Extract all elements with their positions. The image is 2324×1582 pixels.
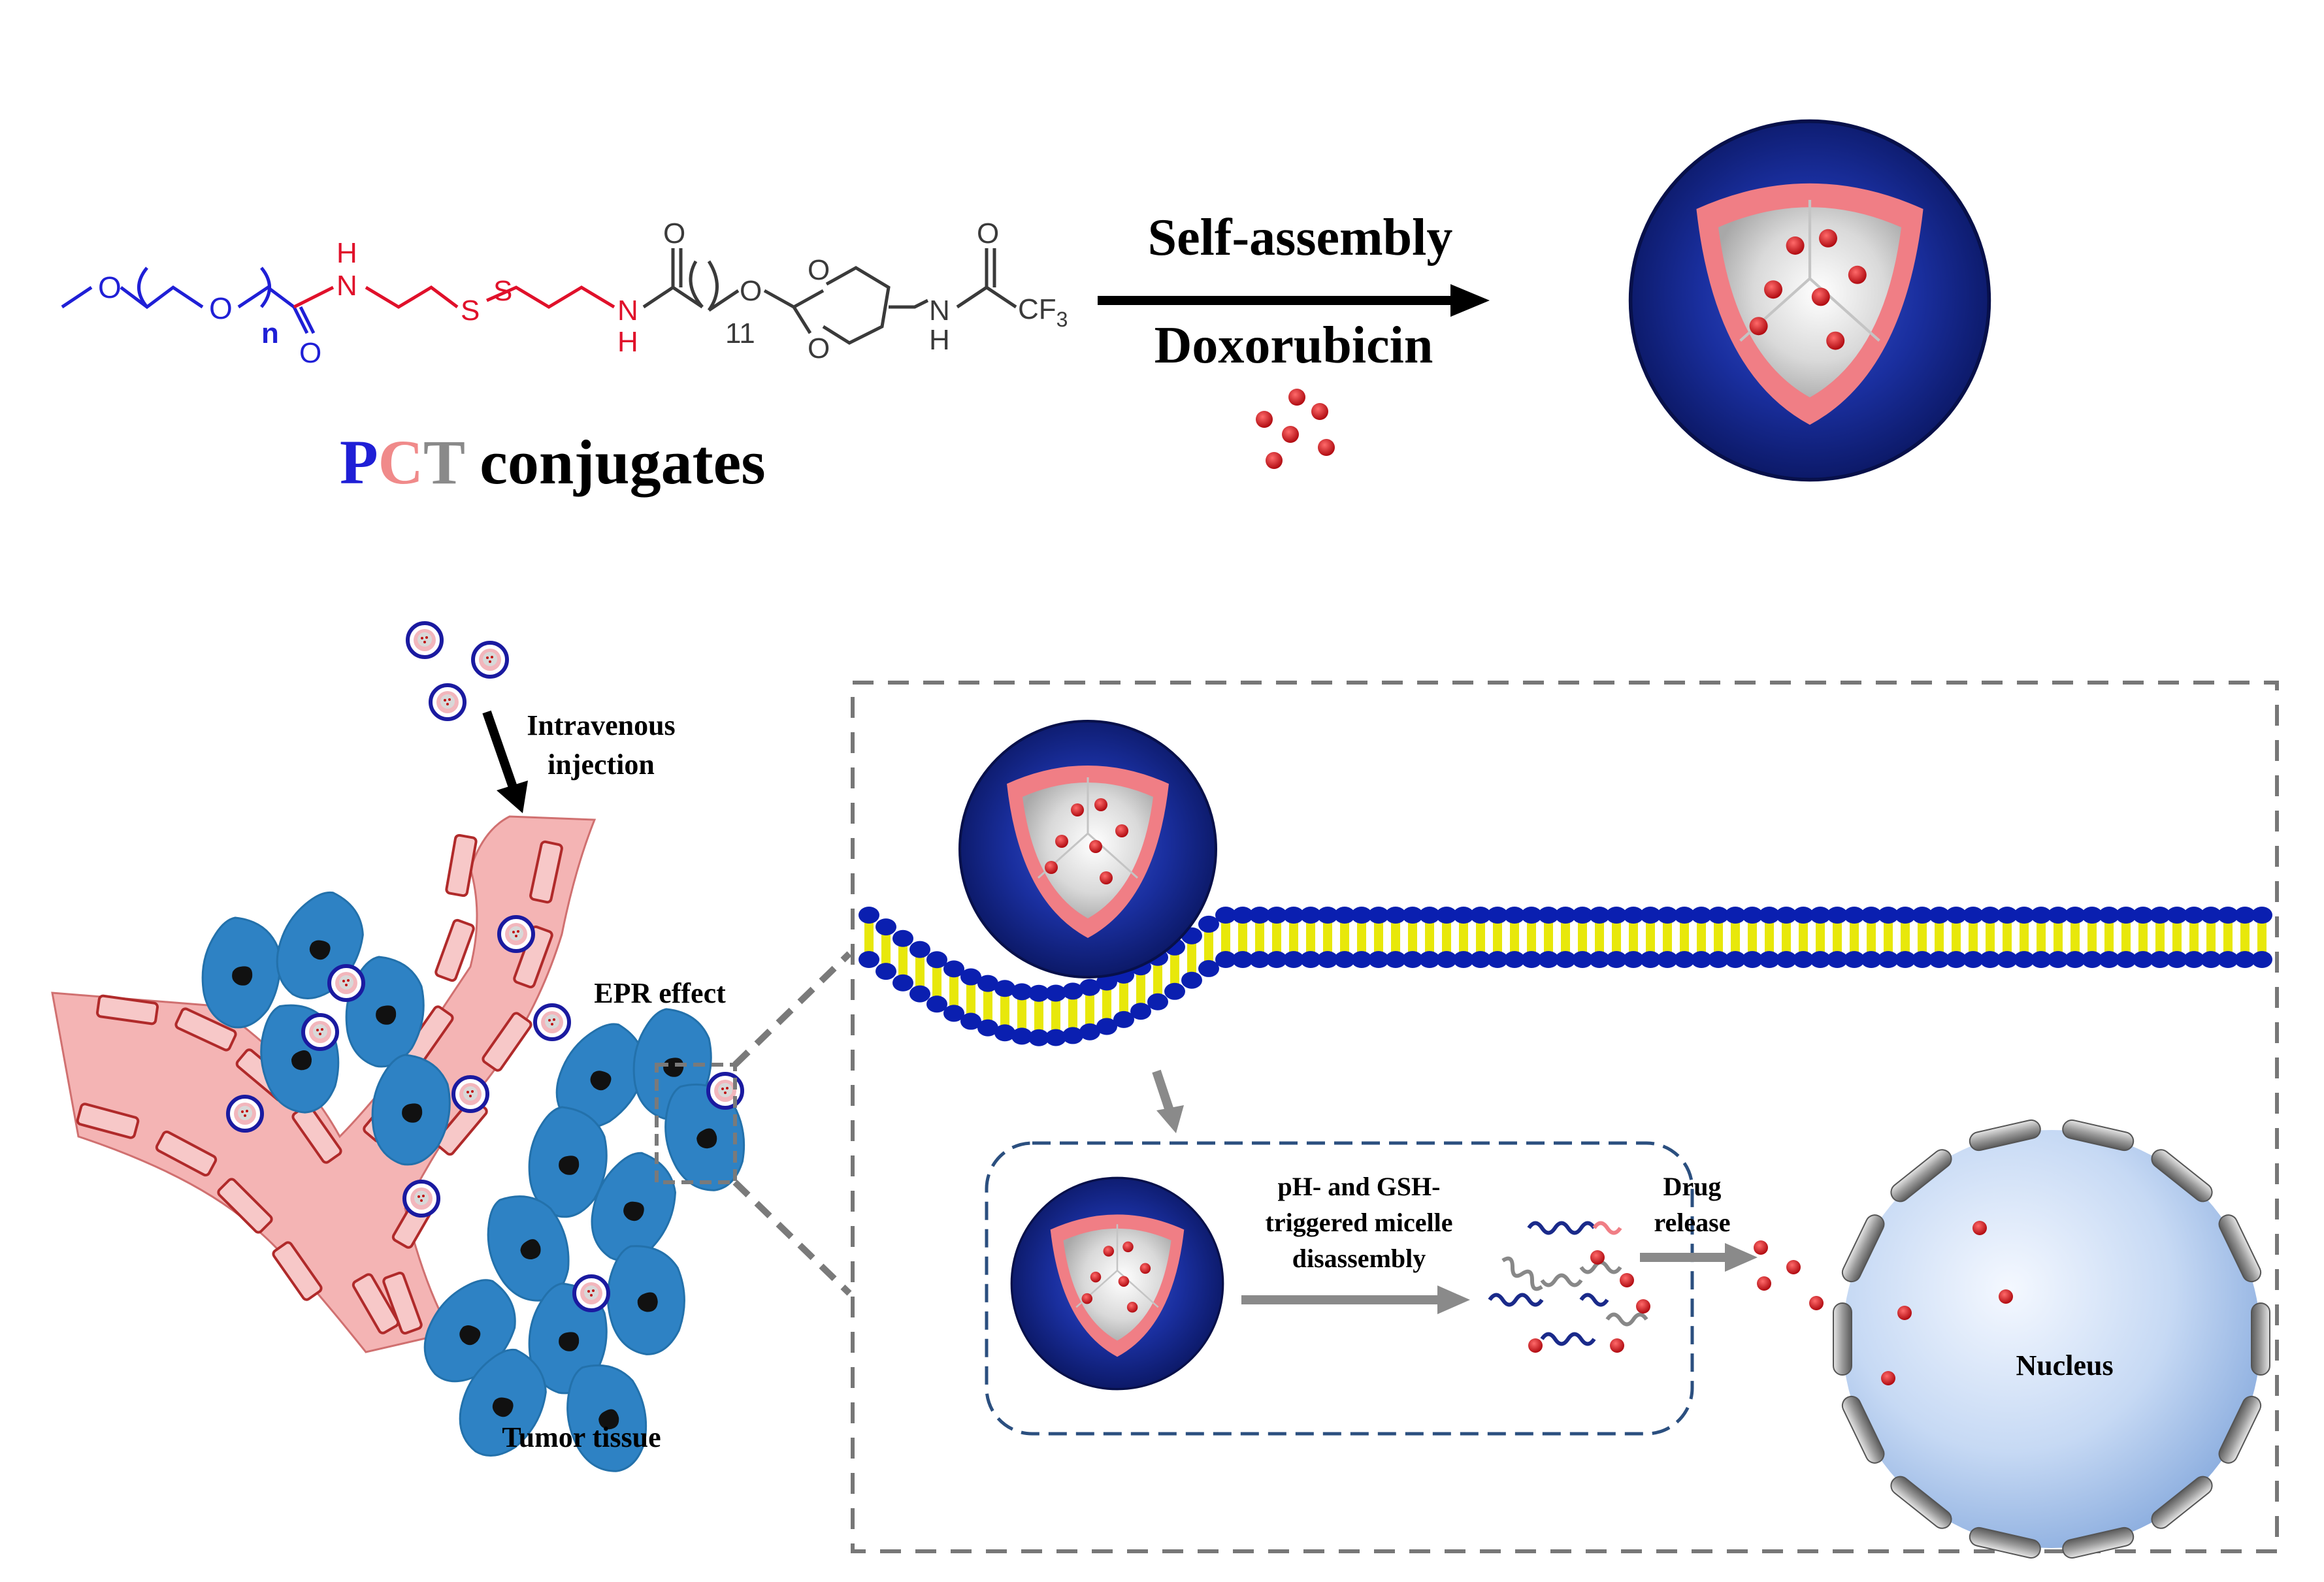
released-drug-dots [1528,1240,1869,1353]
pct-conjugates-title: PCT conjugates [340,427,766,497]
injection-label-line2: injection [548,749,655,781]
peg-oxygen-right: O [209,291,233,325]
amide1-hydrogen: H [336,237,357,269]
cell-membrane [859,907,2272,1046]
amide1-nitrogen: N [336,270,357,302]
peg-repeat-n: n [261,317,279,349]
self-assembly-label: Self-assembly [1148,209,1453,266]
pct-structure: O O n O H N S S N H O 11 O O [61,218,1068,369]
peg-block [61,266,316,334]
amide2-hydrogen: H [617,326,638,358]
drug-release-arrow [1640,1243,1758,1272]
disassembled-polymers [1488,1221,1648,1346]
doxorubicin-label: Doxorubicin [1154,317,1433,374]
tfa-hydrogen: H [929,324,950,356]
nucleus [1833,1119,2270,1559]
chain-repeat-count: 11 [725,317,755,349]
disassembly-arrow [1241,1285,1470,1314]
tumor-tissue-label: Tumor tissue [502,1421,661,1453]
endocytosing-micelle [958,720,1217,978]
tfa-cf3: CF3 [1018,293,1068,331]
peg-oxygen-left: O [98,270,122,304]
drug-loaded-micelle-large [1631,121,1989,480]
cell-detail-frame [851,681,2279,1553]
injection-arrow [482,710,528,813]
hydrophobic-block [642,248,1017,345]
nucleus-label: Nucleus [2016,1349,2113,1381]
amide2-oxygen: O [663,218,685,250]
endosome-box [985,1141,1694,1436]
disulfide-s-left: S [461,295,480,327]
disulfide-s-right: S [493,275,512,307]
tfa-oxygen: O [977,218,999,250]
tfa-nitrogen: N [929,295,950,327]
trigger-label-line1: pH- and GSH- [1278,1172,1441,1201]
drug-release-label-line2: release [1654,1208,1731,1237]
injection-label-line1: Intravenous [527,709,675,741]
doxorubicin-dots [1256,389,1335,469]
ring-oxygen-bottom: O [808,332,830,364]
chain-oxygen: O [740,275,762,307]
ring-oxygen-top: O [808,254,830,286]
epr-effect-label: EPR effect [594,977,726,1009]
amide1-oxygen: O [299,337,321,369]
amide2-nitrogen: N [617,295,638,327]
linker-block [293,285,615,309]
trigger-label-line2: triggered micelle [1266,1208,1453,1237]
internalization-arrow [1152,1069,1184,1133]
zoom-indicator [655,951,852,1296]
trigger-label-line3: disassembly [1292,1244,1426,1273]
internalized-micelle [1010,1176,1224,1391]
self-assembly-arrow [1098,284,1490,317]
drug-release-label-line1: Drug [1663,1172,1722,1201]
